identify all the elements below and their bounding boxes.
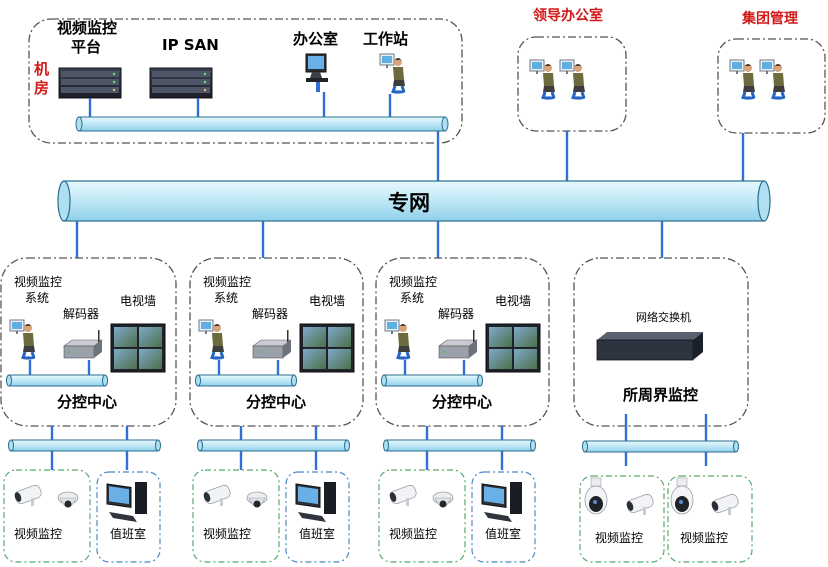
- camera-group-label: 视频监控: [14, 526, 62, 541]
- leader-office-label: 领导办公室: [533, 7, 603, 24]
- operator-person-icon: [8, 318, 37, 362]
- sub-center-decoder-label: 解码器: [252, 307, 288, 321]
- machine-room-links: [88, 92, 392, 117]
- operator-person-icon: [383, 318, 412, 362]
- machine-room-label-char2: 房: [34, 79, 49, 97]
- video-platform-server-icon: [58, 67, 122, 99]
- decoder-icon: [63, 329, 103, 359]
- video-platform-label-line1: 视频监控: [57, 19, 117, 37]
- sub-center-tv-wall-label: 电视墙: [495, 293, 531, 308]
- machine-room-lan-pipe: [75, 116, 449, 132]
- ptz-camera-icon: [584, 477, 608, 515]
- dome-camera-icon: [432, 491, 454, 508]
- sub-center-2: 视频监控系统解码器电视墙分控中心视频监控值班室: [189, 257, 364, 563]
- camera-group-boundary: [378, 469, 466, 563]
- perimeter-title: 所周界监控: [623, 386, 698, 404]
- ip-san-server-icon: [149, 67, 213, 99]
- duty-room-pc-icon: [295, 481, 337, 523]
- leader-office-staff-icon: [530, 60, 585, 100]
- perimeter-lan-pipe: [582, 440, 739, 453]
- perimeter-monitor-right-boundary: [667, 475, 753, 563]
- bullet-camera-icon: [201, 483, 233, 507]
- sub-center-boundary: [375, 257, 550, 427]
- group-management-staff-icon: [730, 60, 785, 100]
- duty-room-boundary: [96, 471, 161, 563]
- video-platform-label-line2: 平台: [71, 38, 101, 56]
- bullet-camera-icon: [387, 483, 419, 507]
- sub-center-title: 分控中心: [57, 393, 117, 411]
- duty-room-pc-icon: [106, 481, 148, 523]
- workstation-person-icon: [378, 52, 407, 96]
- bullet-camera-icon: [12, 483, 44, 507]
- sub-center-system-label-line2: 系统: [25, 291, 49, 305]
- machine-room-boundary: [28, 18, 463, 144]
- leader-office-boundary: [517, 36, 627, 132]
- sub-center-system-label-line1: 视频监控: [203, 274, 251, 289]
- sub-center-access-pipe: [8, 439, 161, 452]
- backbone-downlinks: [75, 221, 664, 258]
- bullet-camera-icon: [709, 492, 741, 516]
- duty-room-boundary: [471, 471, 536, 563]
- sub-center-lan-pipe: [6, 374, 108, 387]
- dome-camera-icon: [246, 491, 268, 508]
- sub-center-access-pipe: [197, 439, 350, 452]
- private-network-pipe: [57, 180, 771, 222]
- tv-wall-icon: [110, 323, 166, 373]
- sub-center-decoder-label: 解码器: [438, 307, 474, 321]
- sub-center-title: 分控中心: [246, 393, 306, 411]
- sub-center-title: 分控中心: [432, 393, 492, 411]
- bullet-camera-icon: [624, 492, 656, 516]
- workstation-label: 工作站: [363, 30, 408, 48]
- duty-room-label: 值班室: [299, 526, 335, 541]
- sub-center-lan-pipe: [195, 374, 297, 387]
- perimeter-boundary: [573, 257, 749, 427]
- sub-center-system-label-line2: 系统: [400, 291, 424, 305]
- dome-camera-icon: [57, 491, 79, 508]
- decoder-icon: [252, 329, 292, 359]
- camera-group-label: 视频监控: [389, 526, 437, 541]
- office-pc-icon: [305, 53, 329, 92]
- private-network-label: 专网: [388, 191, 430, 215]
- camera-group-boundary: [192, 469, 280, 563]
- sub-center-decoder-label: 解码器: [63, 307, 99, 321]
- camera-group-label: 视频监控: [203, 526, 251, 541]
- tv-wall-icon: [485, 323, 541, 373]
- duty-room-pc-icon: [481, 481, 523, 523]
- duty-room-label: 值班室: [110, 526, 146, 541]
- sub-center-1: 视频监控系统解码器电视墙分控中心视频监控值班室: [0, 257, 177, 563]
- sub-center-3: 视频监控系统解码器电视墙分控中心视频监控值班室: [375, 257, 550, 563]
- sub-center-boundary: [189, 257, 364, 427]
- sub-center-system-label-line2: 系统: [214, 291, 238, 305]
- perimeter-monitor-right-label: 视频监控: [680, 530, 728, 545]
- duty-room-boundary: [285, 471, 350, 563]
- perimeter-monitor-left-label: 视频监控: [595, 530, 643, 545]
- decoder-icon: [438, 329, 478, 359]
- machine-room-label-char1: 机: [34, 60, 49, 78]
- network-switch-icon: [596, 331, 704, 361]
- camera-group-boundary: [3, 469, 91, 563]
- perimeter-monitor-left-boundary: [579, 475, 665, 563]
- sub-center-tv-wall-label: 电视墙: [120, 293, 156, 308]
- sub-center-tv-wall-label: 电视墙: [309, 293, 345, 308]
- sub-center-lan-pipe: [381, 374, 483, 387]
- perimeter-links: [624, 414, 708, 466]
- ptz-camera-icon: [670, 477, 694, 515]
- sub-center-access-pipe: [383, 439, 536, 452]
- duty-room-label: 值班室: [485, 526, 521, 541]
- backbone-uplinks: [436, 131, 745, 181]
- sub-center-system-label-line1: 视频监控: [389, 274, 437, 289]
- tv-wall-icon: [299, 323, 355, 373]
- operator-person-icon: [197, 318, 226, 362]
- group-management-boundary: [717, 38, 826, 134]
- sub-center-system-label-line1: 视频监控: [14, 274, 62, 289]
- group-management-label: 集团管理: [741, 10, 798, 27]
- office-label: 办公室: [293, 30, 338, 48]
- ip-san-label: IP SAN: [162, 36, 219, 54]
- sub-center-group: 视频监控系统解码器电视墙分控中心视频监控值班室视频监控系统解码器电视墙分控中心视…: [0, 257, 550, 563]
- perimeter-switch-label: 网络交换机: [636, 310, 691, 324]
